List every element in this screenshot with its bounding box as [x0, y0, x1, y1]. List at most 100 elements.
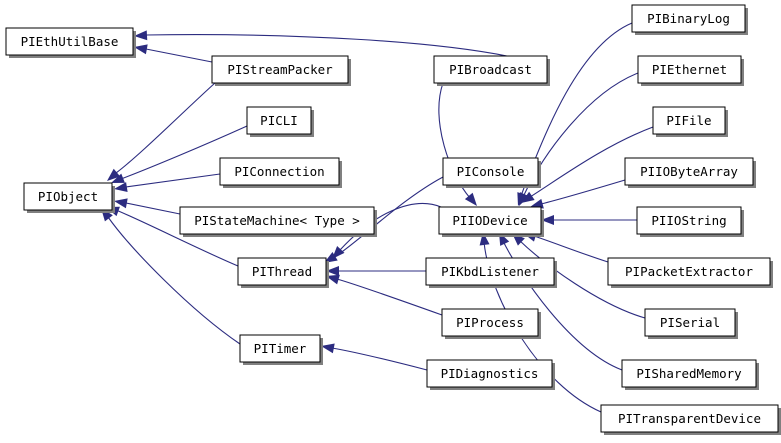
- arrowhead-icon: [324, 251, 338, 263]
- node-label: PIConnection: [234, 164, 324, 179]
- node-box[interactable]: [607, 257, 771, 286]
- arrowhead-icon: [114, 182, 128, 192]
- node-label: PIProcess: [456, 315, 524, 330]
- node-box[interactable]: [652, 106, 726, 135]
- node-label: PIIODevice: [452, 213, 527, 228]
- node-box[interactable]: [246, 106, 312, 135]
- node-label: PIEthUtilBase: [21, 34, 119, 49]
- inheritance-edge: [438, 82, 477, 206]
- class-node-pifile[interactable]: PIFile: [652, 106, 728, 137]
- edge-line: [438, 82, 471, 199]
- class-node-pidiagnostics[interactable]: PIDiagnostics: [426, 359, 555, 390]
- class-node-pitransparentdevice[interactable]: PITransparentDevice: [600, 404, 781, 435]
- node-box[interactable]: [179, 206, 375, 235]
- edge-line: [540, 179, 626, 205]
- inheritance-edge: [326, 266, 426, 276]
- node-box[interactable]: [438, 206, 542, 235]
- node-box[interactable]: [621, 359, 757, 388]
- class-node-piiodevice[interactable]: PIIODevice: [438, 206, 544, 237]
- node-label: PIDiagnostics: [441, 366, 539, 381]
- class-node-pistatemachine[interactable]: PIStateMachine< Type >: [179, 206, 377, 237]
- class-node-piconnection[interactable]: PIConnection: [219, 157, 342, 188]
- node-box[interactable]: [600, 404, 779, 433]
- class-node-piserial[interactable]: PISerial: [644, 308, 738, 339]
- edge-line: [336, 278, 443, 316]
- node-label: PICLI: [260, 113, 298, 128]
- node-box[interactable]: [637, 55, 742, 84]
- inheritance-edge: [541, 215, 637, 225]
- class-node-piconsole[interactable]: PIConsole: [442, 157, 541, 188]
- class-node-piprocess[interactable]: PIProcess: [441, 308, 541, 339]
- arrowhead-icon: [114, 198, 128, 209]
- edge-line: [331, 347, 428, 371]
- node-label: PIIOString: [651, 213, 726, 228]
- node-box[interactable]: [237, 257, 327, 286]
- class-node-piiobytearray[interactable]: PIIOByteArray: [624, 157, 756, 188]
- node-box[interactable]: [219, 157, 340, 186]
- arrowhead-icon: [111, 173, 125, 183]
- node-label: PISharedMemory: [636, 366, 742, 381]
- edge-line: [145, 48, 213, 63]
- node-label: PITransparentDevice: [618, 411, 761, 426]
- node-label: PIThread: [252, 264, 312, 279]
- class-node-picli[interactable]: PICLI: [246, 106, 314, 137]
- edge-line: [125, 202, 181, 215]
- arrowhead-icon: [134, 44, 148, 55]
- class-node-pibinarylog[interactable]: PIBinaryLog: [631, 4, 748, 35]
- node-label: PIKbdListener: [441, 264, 539, 279]
- class-node-pitimer[interactable]: PITimer: [239, 334, 323, 365]
- node-box[interactable]: [631, 4, 746, 33]
- class-node-piiostring[interactable]: PIIOString: [636, 206, 744, 237]
- class-node-pibroadcast[interactable]: PIBroadcast: [433, 55, 550, 86]
- class-node-piethutilbase[interactable]: PIEthUtilBase: [5, 27, 136, 58]
- node-label: PIFile: [666, 113, 711, 128]
- node-box[interactable]: [433, 55, 548, 84]
- node-box[interactable]: [425, 257, 555, 286]
- node-box[interactable]: [636, 206, 742, 235]
- inheritance-edge: [111, 125, 248, 183]
- node-box[interactable]: [211, 55, 349, 84]
- node-label: PIBroadcast: [449, 62, 532, 77]
- inheritance-edge: [114, 198, 181, 215]
- edge-line: [533, 235, 609, 263]
- node-label: PIObject: [38, 189, 98, 204]
- node-box[interactable]: [426, 359, 553, 388]
- arrowhead-icon: [464, 192, 477, 206]
- edge-line: [518, 239, 646, 319]
- edge-line: [339, 203, 442, 251]
- node-box[interactable]: [239, 334, 321, 363]
- node-label: PIBinaryLog: [647, 11, 730, 26]
- arrowhead-icon: [134, 30, 148, 41]
- node-label: PISerial: [660, 315, 720, 330]
- class-node-pikbdlistener[interactable]: PIKbdListener: [425, 257, 557, 288]
- inheritance-edge: [326, 274, 443, 316]
- node-box[interactable]: [644, 308, 736, 337]
- class-node-pistreampacker[interactable]: PIStreamPacker: [211, 55, 351, 86]
- class-node-piethernet[interactable]: PIEthernet: [637, 55, 744, 86]
- class-node-piobject[interactable]: PIObject: [23, 182, 115, 213]
- inheritance-edge: [521, 126, 654, 203]
- edge-line: [107, 216, 241, 345]
- edge-line: [115, 209, 239, 267]
- node-label: PIConsole: [457, 164, 525, 179]
- node-box[interactable]: [5, 27, 134, 56]
- class-node-pithread[interactable]: PIThread: [237, 257, 329, 288]
- node-box[interactable]: [23, 182, 113, 211]
- node-box[interactable]: [624, 157, 754, 186]
- arrowhead-icon: [332, 246, 345, 259]
- edge-layer: [101, 22, 654, 413]
- node-label: PIStreamPacker: [227, 62, 333, 77]
- node-box[interactable]: [441, 308, 539, 337]
- class-node-pisharedmemory[interactable]: PISharedMemory: [621, 359, 759, 390]
- inheritance-edge: [134, 44, 213, 63]
- inheritance-edge: [332, 203, 442, 259]
- inheritance-edge: [114, 173, 221, 192]
- arrowhead-icon: [326, 266, 339, 276]
- arrowhead-icon: [326, 274, 340, 285]
- inheritance-edge: [107, 82, 216, 181]
- class-node-pipacketextractor[interactable]: PIPacketExtractor: [607, 257, 773, 288]
- node-box[interactable]: [442, 157, 539, 186]
